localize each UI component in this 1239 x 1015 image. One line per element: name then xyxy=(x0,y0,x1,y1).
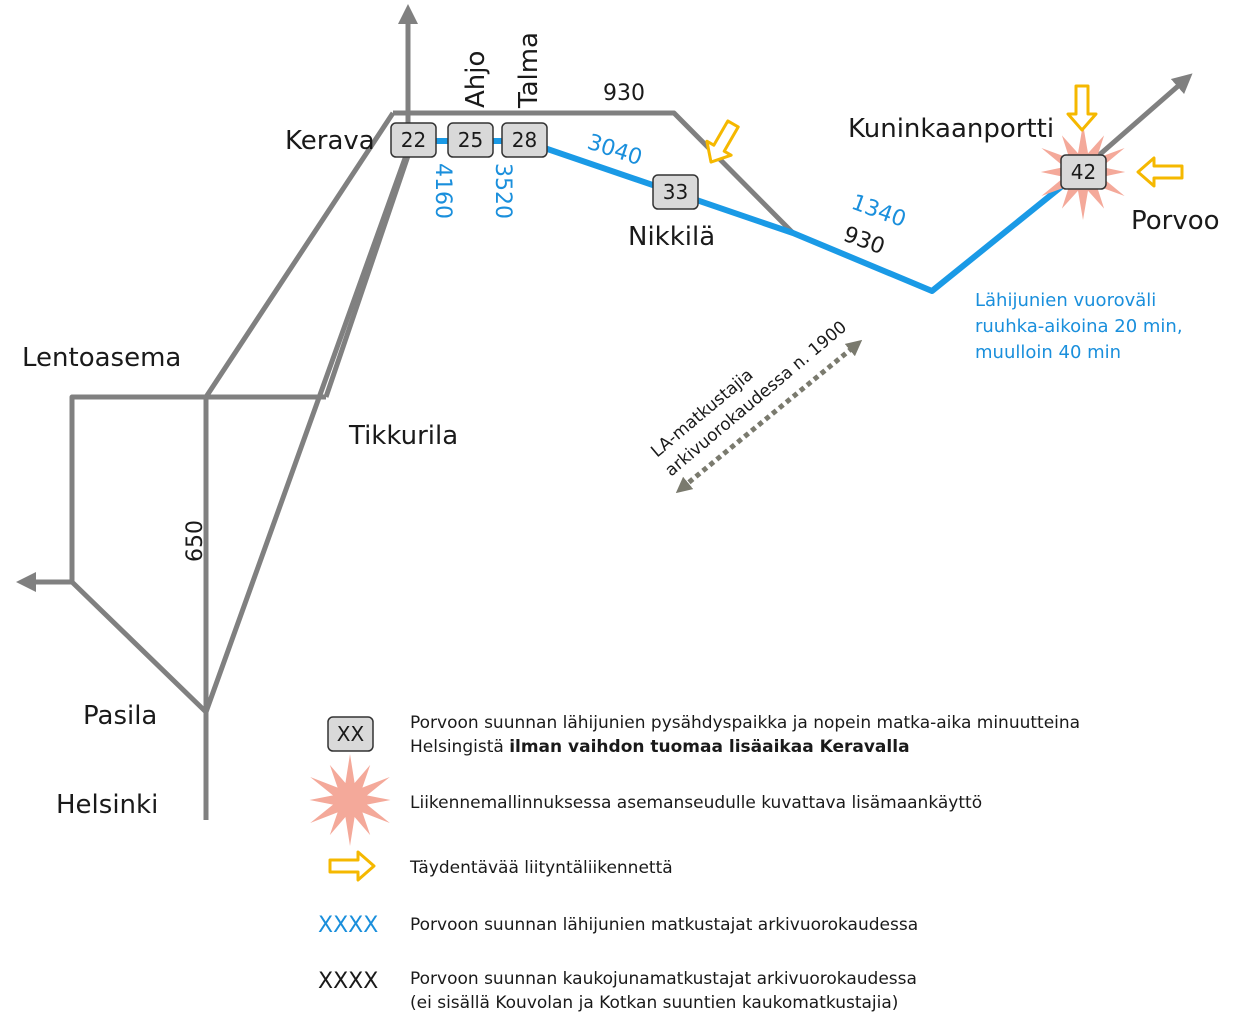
legend-feeder-item: Täydentävää liityntäliikennettä xyxy=(328,850,673,882)
label-ahjo: Ahjo xyxy=(461,51,491,108)
label-tikkurila: Tikkurila xyxy=(348,421,458,451)
label-pasila: Pasila xyxy=(83,701,157,731)
flow-ahjo-blue: 3520 xyxy=(490,163,515,219)
track-west-loop xyxy=(69,394,326,714)
legend-blue-text: Porvoon suunnan lähijunien matkustajat a… xyxy=(410,915,918,935)
legend-starburst-symbol xyxy=(309,754,391,846)
stop-talma: 28 xyxy=(501,122,548,158)
la-passenger-indicator: LA-matkustajia arkivuorokaudessa n. 1900 xyxy=(647,317,863,494)
legend-commuter-flow-item: XXXX Porvoon suunnan lähijunien matkusta… xyxy=(318,913,918,938)
feeder-arrows xyxy=(705,84,1184,188)
place-labels: Kerava Ahjo Talma Nikkilä Kuninkaanportt… xyxy=(22,32,1220,820)
track-kerava-east xyxy=(393,110,795,235)
legend-land-use-item: Liikennemallinnuksessa asemanseudulle ku… xyxy=(309,754,982,846)
flow-kerava-blue: 4160 xyxy=(430,163,455,219)
legend: XX Porvoon suunnan lähijunien pysähdyspa… xyxy=(309,713,1080,1013)
label-talma: Talma xyxy=(514,32,544,109)
label-lentoasema: Lentoasema xyxy=(22,343,181,373)
stop-nikkila: 33 xyxy=(652,174,699,210)
legend-longdistance-flow-item: XXXX Porvoon suunnan kaukojunamatkustaja… xyxy=(318,969,917,1013)
stop-kuninkaanportti-time: 42 xyxy=(1071,160,1096,184)
legend-stop-line-1: Porvoon suunnan lähijunien pysähdyspaikk… xyxy=(410,713,1080,733)
legend-stop-item: XX Porvoon suunnan lähijunien pysähdyspa… xyxy=(327,713,1080,757)
headway-note-line-2: ruuhka-aikoina 20 min, xyxy=(975,316,1183,337)
legend-stop-line-2: Helsingistä ilman vaihdon tuomaa lisäaik… xyxy=(410,737,910,757)
feeder-arrow-kuninkaanportti xyxy=(1066,84,1098,132)
legend-blue-symbol: XXXX xyxy=(318,913,378,938)
legend-black-line-1: Porvoon suunnan kaukojunamatkustajat ark… xyxy=(410,969,917,989)
legend-feeder-text: Täydentävää liityntäliikennettä xyxy=(409,858,673,878)
stop-nikkila-time: 33 xyxy=(663,180,688,204)
label-helsinki: Helsinki xyxy=(56,790,158,820)
label-kuninkaanportti: Kuninkaanportti xyxy=(848,114,1054,144)
headway-note: Lähijunien vuoroväli ruuhka-aikoina 20 m… xyxy=(975,290,1183,363)
legend-feeder-arrow-symbol xyxy=(328,850,376,882)
stop-kerava-time: 22 xyxy=(401,128,426,152)
legend-land-use-text: Liikennemallinnuksessa asemanseudulle ku… xyxy=(410,793,982,813)
feeder-arrow-porvoo xyxy=(1136,156,1184,188)
legend-black-symbol: XXXX xyxy=(318,969,378,994)
track-lentoasema-kerava xyxy=(203,111,396,399)
feeder-arrow-nikkila xyxy=(705,119,740,164)
track-tikkurila-kerava xyxy=(323,149,413,398)
label-porvoo: Porvoo xyxy=(1131,206,1220,236)
flow-helsinki-main: 650 xyxy=(183,520,208,562)
la-label-line-2: arkivuorokaudessa n. 1900 xyxy=(661,317,851,481)
stop-kuninkaanportti: 42 xyxy=(1060,154,1107,190)
stop-ahjo-time: 25 xyxy=(458,128,483,152)
la-double-arrow xyxy=(675,339,863,494)
stop-talma-time: 28 xyxy=(512,128,537,152)
stop-kerava: 22 xyxy=(390,122,437,158)
stop-boxes: 22 25 28 33 42 xyxy=(390,122,1107,210)
legend-stop-symbol-text: XX xyxy=(337,722,365,746)
label-nikkila: Nikkilä xyxy=(628,222,715,252)
track-network xyxy=(16,4,1193,820)
stop-ahjo: 25 xyxy=(447,122,494,158)
label-kerava: Kerava xyxy=(285,126,375,156)
track-pasila-kerava xyxy=(203,149,411,713)
legend-black-line-2: (ei sisällä Kouvolan ja Kotkan suuntien … xyxy=(410,993,898,1013)
headway-note-line-3: muulloin 40 min xyxy=(975,342,1121,363)
flow-kerava-north-black: 930 xyxy=(603,81,645,106)
headway-note-line-1: Lähijunien vuoroväli xyxy=(975,290,1156,311)
legend-stop-symbol xyxy=(327,716,374,752)
